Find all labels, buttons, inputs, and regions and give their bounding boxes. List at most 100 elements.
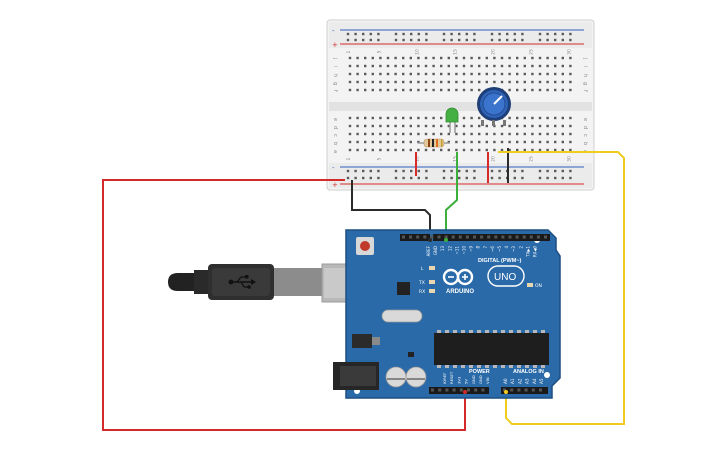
rail-hole <box>521 32 524 36</box>
breadboard-hole <box>516 64 519 68</box>
breadboard-hole <box>394 132 397 136</box>
breadboard-hole <box>386 124 390 128</box>
wire-yellow-a0 <box>498 151 625 425</box>
on-label: ON <box>535 283 542 289</box>
breadboard-hole <box>364 64 367 68</box>
rail-hole <box>521 169 524 173</box>
breadboard-hole <box>409 116 412 120</box>
breadboard-hole <box>485 80 488 84</box>
breadboard-hole <box>508 64 511 68</box>
breadboard-hole <box>485 148 488 152</box>
rail-hole <box>442 32 446 36</box>
header-pin <box>438 388 442 392</box>
reset-button-cap[interactable] <box>360 241 370 251</box>
row-letter: j <box>332 57 338 59</box>
row-letter: f <box>332 90 338 92</box>
rail-hole <box>538 38 542 42</box>
model-badge <box>487 265 525 287</box>
breadboard-hole <box>409 132 412 136</box>
breadboard-hole <box>386 72 390 76</box>
breadboard-hole <box>455 72 458 76</box>
breadboard-hole <box>538 64 542 68</box>
rail-minus-label-bottom: - <box>332 164 335 172</box>
rail-hole <box>473 38 476 42</box>
breadboard-hole <box>508 72 511 76</box>
breadboard-hole <box>379 148 382 152</box>
breadboard-hole <box>569 64 572 68</box>
header-pin <box>416 235 420 239</box>
rail-hole <box>465 32 468 36</box>
breadboard-hole <box>432 72 435 76</box>
header-pin <box>437 235 441 239</box>
breadboard-hole <box>538 148 542 152</box>
breadboard-hole <box>493 80 496 84</box>
breadboard-hole <box>485 64 488 68</box>
breadboard-hole <box>462 64 466 68</box>
rail-hole <box>369 32 372 36</box>
breadboard-hole <box>500 80 504 84</box>
breadboard-hole <box>508 56 511 60</box>
breadboard-hole <box>379 140 382 144</box>
column-number: 15 <box>452 156 458 162</box>
breadboard-hole <box>409 124 412 128</box>
power-pin-label: IOREF <box>442 373 447 384</box>
rail-hole <box>506 32 509 36</box>
breadboard-hole <box>409 80 412 84</box>
breadboard-hole <box>424 148 428 152</box>
breadboard-hole <box>462 140 466 144</box>
breadboard-hole <box>523 88 526 92</box>
breadboard-hole <box>500 132 504 136</box>
pin-label: ~11 <box>454 246 459 255</box>
breadboard-hole <box>364 124 367 128</box>
rail-hole <box>490 176 494 180</box>
row-letter: d <box>582 126 588 129</box>
breadboard-hole <box>386 116 390 120</box>
breadboard-hole <box>379 124 382 128</box>
rail-hole <box>465 169 468 173</box>
header-pin <box>515 235 519 239</box>
breadboard-hole <box>538 140 542 144</box>
rail-hole <box>354 176 357 180</box>
row-letter: b <box>582 142 588 145</box>
breadboard-hole <box>500 148 504 152</box>
breadboard-hole <box>417 124 420 128</box>
breadboard-hole <box>364 140 367 144</box>
header-pin <box>529 235 533 239</box>
pin-label: 13 <box>440 246 445 252</box>
breadboard-hole <box>371 116 374 120</box>
breadboard-hole <box>424 124 428 128</box>
breadboard-hole <box>523 148 526 152</box>
rail-hole <box>394 32 398 36</box>
digital-pwm-label: DIGITAL (PWM~) <box>478 258 522 264</box>
breadboard-hole <box>470 148 473 152</box>
breadboard-hole <box>348 124 352 128</box>
breadboard-hole <box>554 124 557 128</box>
breadboard-hole <box>417 80 420 84</box>
header-pin <box>522 235 526 239</box>
breadboard-hole <box>356 124 359 128</box>
breadboard-hole <box>348 132 352 136</box>
breadboard-hole <box>531 140 534 144</box>
rail-hole <box>417 169 420 173</box>
breadboard-hole <box>409 56 412 60</box>
breadboard-hole <box>538 132 542 136</box>
breadboard-hole <box>424 88 428 92</box>
breadboard-hole <box>455 132 458 136</box>
breadboard-hole <box>386 148 390 152</box>
breadboard-hole <box>371 56 374 60</box>
breadboard-hole <box>455 148 458 152</box>
breadboard-hole <box>470 80 473 84</box>
breadboard-hole <box>546 80 549 84</box>
breadboard-hole <box>554 64 557 68</box>
breadboard-hole <box>478 140 481 144</box>
breadboard-hole <box>554 88 557 92</box>
onboard-leds: L TX RX <box>418 266 435 295</box>
header-pin <box>510 388 514 392</box>
rail-hole <box>410 169 413 173</box>
breadboard-hole <box>554 80 557 84</box>
rail-hole <box>417 38 420 42</box>
breadboard-hole <box>386 80 390 84</box>
breadboard-hole <box>394 72 397 76</box>
